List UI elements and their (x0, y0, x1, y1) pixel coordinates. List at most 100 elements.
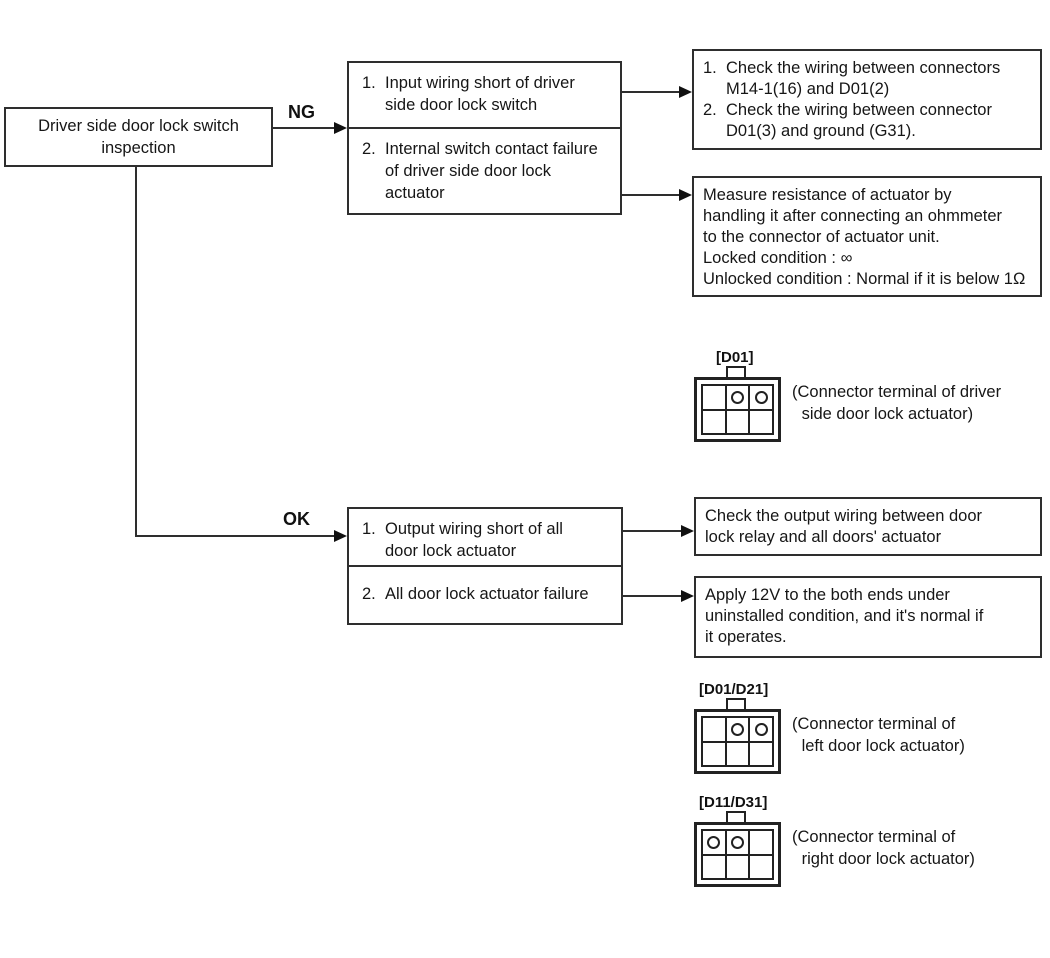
pin-cell (725, 385, 750, 410)
connector-d11-d31-graphic (694, 811, 781, 888)
ng-cause-2: 2. Internal switch contact failure of dr… (349, 127, 620, 213)
text-line: handling it after connecting an ohmmeter (703, 207, 1003, 225)
connector-body (694, 822, 781, 887)
connector-d01-d21-caption: (Connector terminal of left door lock ac… (792, 713, 965, 757)
ng-arrowhead-icon (334, 122, 347, 134)
ok-cause-1-text: Output wiring short of all door lock act… (385, 518, 563, 562)
connector-d01-d21-graphic (694, 698, 781, 775)
text-line: side door lock actuator) (797, 405, 974, 423)
pin-cell (749, 385, 773, 410)
list-number: 1. (362, 520, 376, 538)
connector-d01-caption: (Connector terminal of driver side door … (792, 381, 1001, 425)
text-line: M14-1(16) and D01(2) (726, 80, 890, 98)
text-line: to the connector of actuator unit. (703, 228, 940, 246)
ng-causes-box: 1. Input wiring short of driver side doo… (347, 61, 622, 215)
output-wiring-arrow-line (623, 530, 681, 532)
wiring-check-2-text: Check the wiring between connector D01(3… (726, 100, 992, 142)
connector-tab (726, 811, 746, 825)
text-line: Input wiring short of driver (385, 74, 575, 92)
text-line: uninstalled condition, and it's normal i… (705, 607, 984, 625)
resistance-check-arrow-line (622, 194, 680, 196)
pin-cell (725, 741, 750, 766)
text-line: door lock actuator (385, 542, 517, 560)
text-line: Apply 12V to the both ends under (705, 586, 950, 604)
pin-cell (702, 854, 726, 879)
text-line: All door lock actuator failure (385, 585, 589, 603)
ok-cause-2-text: All door lock actuator failure (385, 583, 589, 605)
connector-pin-grid (701, 384, 774, 435)
list-number: 2. (703, 101, 717, 119)
resistance-check-box: Measure resistance of actuator by handli… (692, 176, 1042, 297)
ng-cause-2-text: Internal switch contact failure of drive… (385, 138, 598, 204)
pin-cell (725, 717, 750, 742)
text-line: left door lock actuator) (797, 737, 965, 755)
text-line: D01(3) and ground (G31). (726, 122, 916, 140)
pin-cell (702, 830, 726, 855)
connector-d01-graphic (694, 366, 781, 443)
connector-d01-label: [D01] (716, 349, 754, 366)
wiring-check-box: 1. Check the wiring between connectors M… (692, 49, 1042, 150)
output-wiring-check-box: Check the output wiring between door loc… (694, 497, 1042, 556)
text-line: Check the wiring between connector (726, 101, 992, 119)
apply-12v-arrow-line (623, 595, 681, 597)
text-line: right door lock actuator) (797, 850, 975, 868)
connector-d01-d21-label: [D01/D21] (699, 681, 769, 698)
wiring-check-1-text: Check the wiring between connectors M14-… (726, 58, 1000, 100)
list-number: 2. (362, 585, 376, 603)
ok-branch-horizontal-line (135, 535, 336, 537)
text-line: Check the output wiring between door (705, 507, 983, 525)
apply-12v-arrowhead-icon (681, 590, 694, 602)
connector-pin-grid (701, 829, 774, 880)
pin-cell (749, 717, 773, 742)
ng-arrow-line (273, 127, 336, 129)
text-line: (Connector terminal of (792, 828, 956, 846)
start-box-line: Driver side door lock switch (38, 117, 239, 135)
text-line: of driver side door lock (385, 162, 551, 180)
list-number: 1. (362, 74, 376, 92)
connector-tab (726, 698, 746, 712)
pin-cell (702, 717, 726, 742)
text-line: side door lock switch (385, 96, 538, 114)
resistance-check-arrowhead-icon (679, 189, 692, 201)
text-line: (Connector terminal of driver (792, 383, 1002, 401)
text-line: Internal switch contact failure (385, 140, 598, 158)
pin-cell (749, 741, 773, 766)
text-line: (Connector terminal of (792, 715, 956, 733)
connector-d11-d31-label: [D11/D31] (699, 794, 768, 811)
ok-causes-box: 1. Output wiring short of all door lock … (347, 507, 623, 625)
ng-cause-1: 1. Input wiring short of driver side doo… (349, 63, 620, 127)
pin-cell (725, 830, 750, 855)
pin-cell (725, 854, 750, 879)
connector-body (694, 377, 781, 442)
pin-cell (749, 409, 773, 434)
output-wiring-arrowhead-icon (681, 525, 694, 537)
start-box: Driver side door lock switch inspection (4, 107, 273, 167)
apply-12v-check-box: Apply 12V to the both ends under uninsta… (694, 576, 1042, 658)
ok-branch-label: OK (283, 509, 310, 529)
connector-pin-grid (701, 716, 774, 767)
pin-cell (749, 830, 773, 855)
list-number: 2. (362, 140, 376, 158)
text-line: Locked condition : ∞ (703, 249, 853, 267)
connector-d11-d31-caption: (Connector terminal of right door lock a… (792, 826, 975, 870)
pin-cell (725, 409, 750, 434)
ng-branch-label: NG (288, 102, 315, 122)
ok-cause-1: 1. Output wiring short of all door lock … (349, 509, 621, 565)
text-line: lock relay and all doors' actuator (705, 528, 942, 546)
text-line: Check the wiring between connectors (726, 59, 1001, 77)
pin-cell (702, 741, 726, 766)
ok-branch-vertical-line (135, 166, 137, 537)
text-line: Unlocked condition : Normal if it is bel… (703, 270, 1026, 288)
wiring-check-arrowhead-icon (679, 86, 692, 98)
wiring-check-arrow-line (622, 91, 680, 93)
text-line: it operates. (705, 628, 787, 646)
connector-tab (726, 366, 746, 380)
pin-cell (702, 409, 726, 434)
start-box-line: inspection (101, 139, 176, 157)
ok-cause-2: 2. All door lock actuator failure (349, 565, 621, 623)
connector-body (694, 709, 781, 774)
pin-cell (702, 385, 726, 410)
text-line: Measure resistance of actuator by (703, 186, 952, 204)
text-line: actuator (385, 184, 445, 202)
